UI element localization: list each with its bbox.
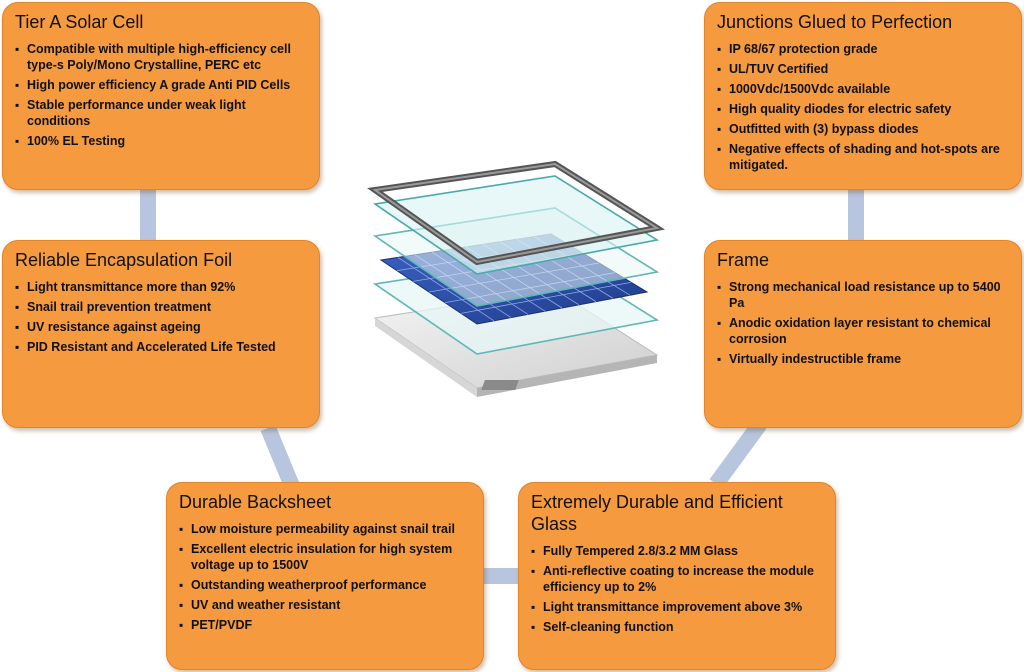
list-item: Virtually indestructible frame bbox=[717, 351, 1009, 367]
backsheet-list: Low moisture permeability against snail … bbox=[179, 521, 471, 633]
list-item: PID Resistant and Accelerated Life Teste… bbox=[15, 339, 307, 355]
list-item: 1000Vdc/1500Vdc available bbox=[717, 81, 1009, 97]
list-item: Self-cleaning function bbox=[531, 619, 823, 635]
junction-box bbox=[481, 380, 519, 390]
frame-title: Frame bbox=[717, 250, 770, 270]
list-item: High power efficiency A grade Anti PID C… bbox=[15, 77, 307, 93]
list-item: Excellent electric insulation for high s… bbox=[179, 541, 471, 573]
list-item: Low moisture permeability against snail … bbox=[179, 521, 471, 537]
list-item: Fully Tempered 2.8/3.2 MM Glass bbox=[531, 543, 823, 559]
connector-glass-frame bbox=[709, 419, 767, 489]
list-item: Light transmittance improvement above 3% bbox=[531, 599, 823, 615]
junctions-title: Junctions Glued to Perfection bbox=[717, 12, 953, 32]
glass-title: Extremely Durable and Efficient Glass bbox=[531, 492, 783, 534]
solar-cell-list: Compatible with multiple high-efficiency… bbox=[15, 41, 307, 149]
junctions-list: IP 68/67 protection grade UL/TUV Certifi… bbox=[717, 41, 1009, 173]
list-item: UV and weather resistant bbox=[179, 597, 471, 613]
list-item: Compatible with multiple high-efficiency… bbox=[15, 41, 307, 73]
list-item: Anti-reflective coating to increase the … bbox=[531, 563, 823, 595]
encapsulation-title: Reliable Encapsulation Foil bbox=[15, 250, 233, 270]
encapsulation-box: Reliable Encapsulation Foil Light transm… bbox=[2, 240, 320, 428]
glass-box: Extremely Durable and Efficient Glass Fu… bbox=[518, 482, 836, 670]
list-item: Outstanding weatherproof performance bbox=[179, 577, 471, 593]
solar-cell-box: Tier A Solar Cell Compatible with multip… bbox=[2, 2, 320, 190]
connector-encapsulation-backsheet bbox=[260, 424, 300, 490]
glass-layer bbox=[372, 175, 660, 275]
list-item: Stable performance under weak light cond… bbox=[15, 97, 307, 129]
list-item: Outfitted with (3) bypass diodes bbox=[717, 121, 1009, 137]
list-item: Snail trail prevention treatment bbox=[15, 299, 307, 315]
list-item: PET/PVDF bbox=[179, 617, 471, 633]
cell-grid-line bbox=[460, 281, 632, 314]
frame-layer bbox=[367, 160, 665, 266]
glass-list: Fully Tempered 2.8/3.2 MM Glass Anti-ref… bbox=[531, 543, 823, 635]
list-item: Light transmittance more than 92% bbox=[15, 279, 307, 295]
solar-cell-title: Tier A Solar Cell bbox=[15, 12, 144, 32]
list-item: UL/TUV Certified bbox=[717, 61, 1009, 77]
encapsulation-list: Light transmittance more than 92% Snail … bbox=[15, 279, 307, 355]
backsheet-title: Durable Backsheet bbox=[179, 492, 332, 512]
list-item: Strong mechanical load resistance up to … bbox=[717, 279, 1009, 311]
list-item: UV resistance against ageing bbox=[15, 319, 307, 335]
frame-box: Frame Strong mechanical load resistance … bbox=[704, 240, 1022, 428]
junctions-box: Junctions Glued to Perfection IP 68/67 p… bbox=[704, 2, 1022, 190]
list-item: 100% EL Testing bbox=[15, 133, 307, 149]
list-item: Negative effects of shading and hot-spot… bbox=[717, 141, 1009, 173]
solar-panel-exploded-illustration bbox=[367, 160, 665, 397]
list-item: IP 68/67 protection grade bbox=[717, 41, 1009, 57]
list-item: High quality diodes for electric safety bbox=[717, 101, 1009, 117]
frame-list: Strong mechanical load resistance up to … bbox=[717, 279, 1009, 367]
list-item: Anodic oxidation layer resistant to chem… bbox=[717, 315, 1009, 347]
backsheet-box: Durable Backsheet Low moisture permeabil… bbox=[166, 482, 484, 670]
